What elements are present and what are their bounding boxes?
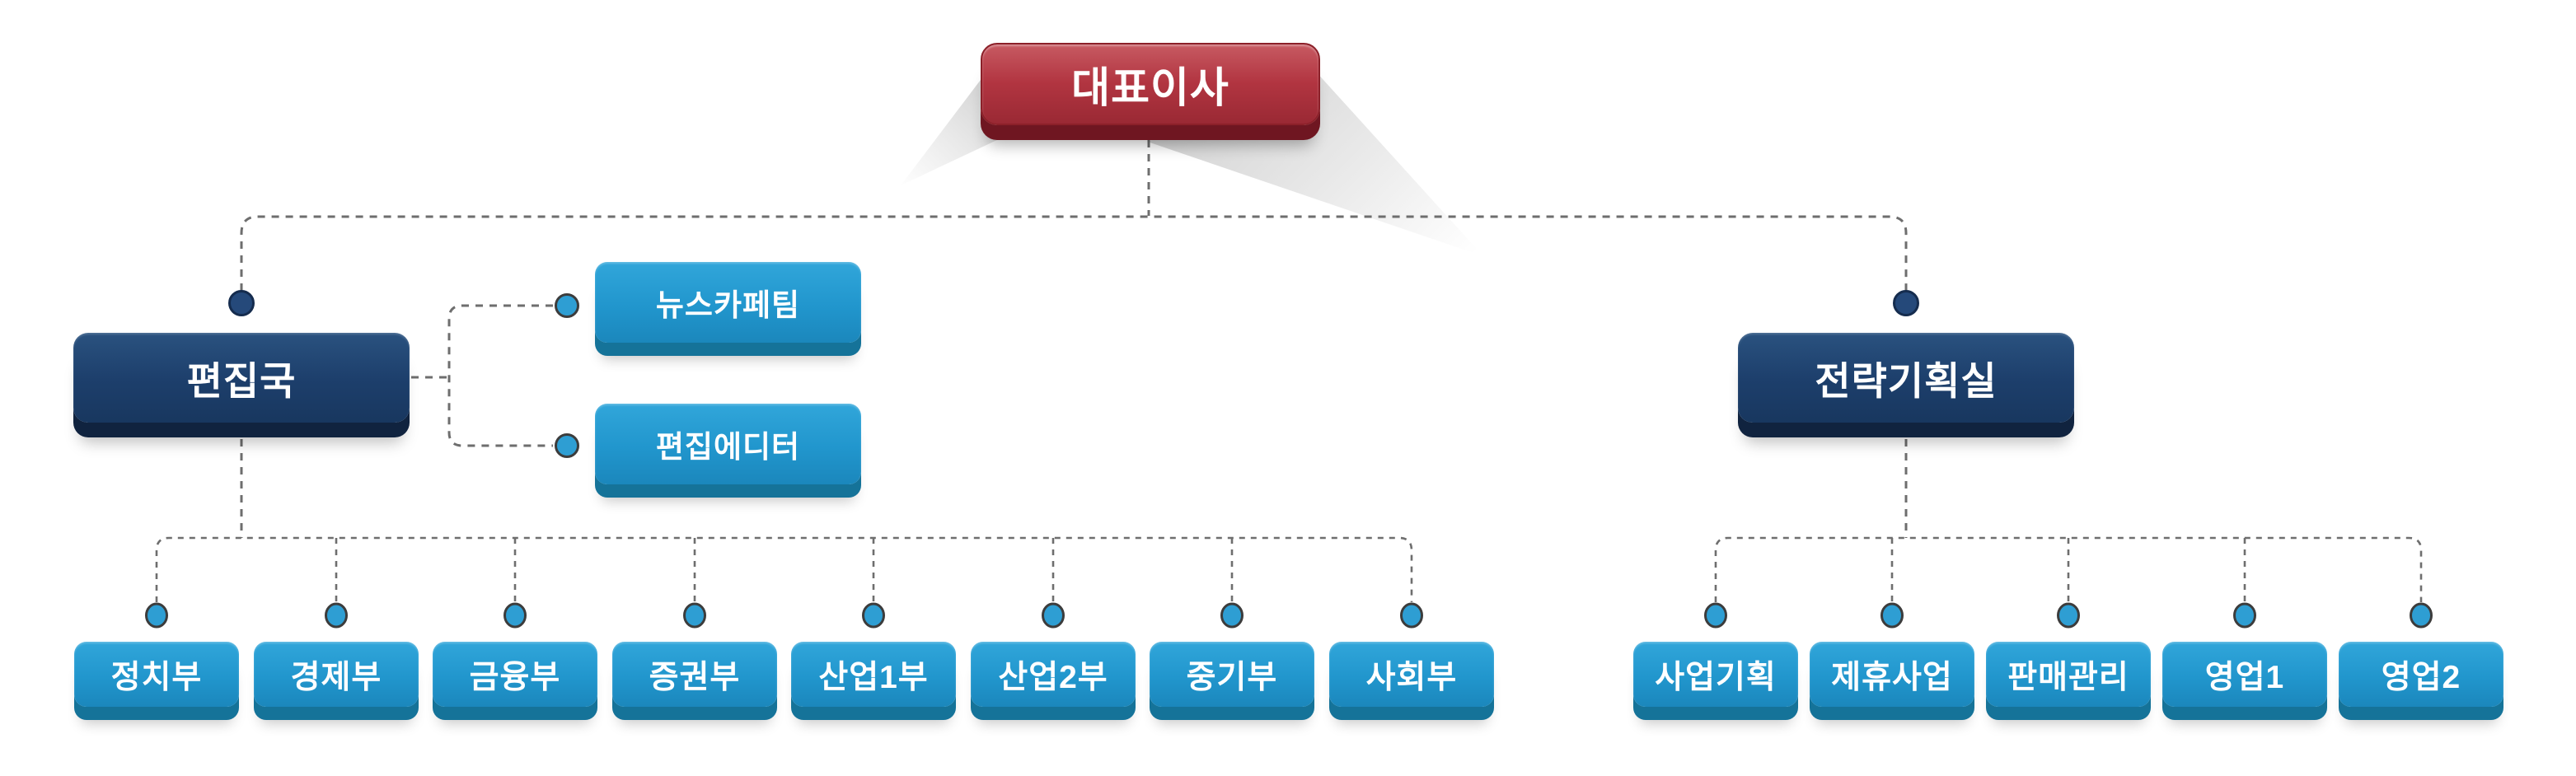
connector-right-rail (1714, 536, 2423, 602)
dept-node: 영업1 (2162, 642, 2327, 707)
junction-dot-dept (145, 602, 168, 629)
junction-dot-dept (503, 602, 527, 629)
dept-node: 산업1부 (791, 642, 956, 707)
node-label: 산업2부 (998, 659, 1108, 695)
node-label: 영업1 (2204, 659, 2285, 695)
connector-top-rail (240, 215, 1908, 291)
dept-node: 금융부 (433, 642, 597, 707)
connector-left-rail (155, 536, 1413, 602)
dept-node: 산업2부 (971, 642, 1136, 707)
node-label: 편집에디터 (655, 430, 801, 464)
junction-dot-dept (325, 602, 348, 629)
node-editorial-bureau: 편집국 (73, 333, 410, 423)
junction-dot-dept (1704, 602, 1727, 629)
junction-dot-dept (2057, 602, 2080, 629)
junction-dot-dept (862, 602, 885, 629)
node-ceo: 대표이사 (981, 43, 1320, 125)
node-newscafe-team: 뉴스카페팀 (595, 262, 861, 343)
junction-dot-strategy (1893, 290, 1919, 316)
dept-node: 경제부 (254, 642, 419, 707)
dept-node: 정치부 (74, 642, 239, 707)
dept-node: 사업기획 (1633, 642, 1798, 707)
node-edit-editor: 편집에디터 (595, 404, 861, 484)
node-label: 산업1부 (818, 659, 929, 695)
node-label: 사업기획 (1655, 659, 1777, 695)
junction-dot-editeditor (555, 433, 579, 458)
junction-dot-dept (1880, 602, 1904, 629)
node-label: 영업2 (2381, 659, 2461, 695)
node-label: 사회부 (1365, 659, 1458, 695)
dept-node: 판매관리 (1986, 642, 2151, 707)
junction-dot-dept (1042, 602, 1065, 629)
node-strategy-office: 전략기획실 (1738, 333, 2074, 423)
dept-node: 중기부 (1150, 642, 1314, 707)
dept-node: 사회부 (1329, 642, 1494, 707)
junction-dot-dept (1220, 602, 1244, 629)
node-label: 뉴스카페팀 (655, 288, 801, 322)
node-label: 대표이사 (1071, 64, 1229, 111)
junction-dot-dept (1400, 602, 1423, 629)
node-label: 제휴사업 (1831, 659, 1953, 695)
node-label: 금융부 (469, 659, 561, 695)
dept-node: 제휴사업 (1810, 642, 1974, 707)
junction-dot-dept (2410, 602, 2433, 629)
node-label: 정치부 (110, 659, 203, 695)
junction-dot-dept (683, 602, 706, 629)
node-label: 편집국 (186, 359, 297, 403)
node-label: 경제부 (290, 659, 382, 695)
dept-node: 영업2 (2339, 642, 2503, 707)
junction-dot-newscafe (555, 293, 579, 318)
node-label: 전략기획실 (1815, 359, 1998, 403)
junction-dot-dept (2233, 602, 2256, 629)
node-label: 판매관리 (2007, 659, 2129, 695)
junction-dot-editorial (228, 290, 255, 316)
node-label: 증권부 (649, 659, 741, 695)
dept-node: 증권부 (612, 642, 777, 707)
connector-staff-bracket (447, 304, 553, 447)
node-label: 중기부 (1186, 659, 1278, 695)
